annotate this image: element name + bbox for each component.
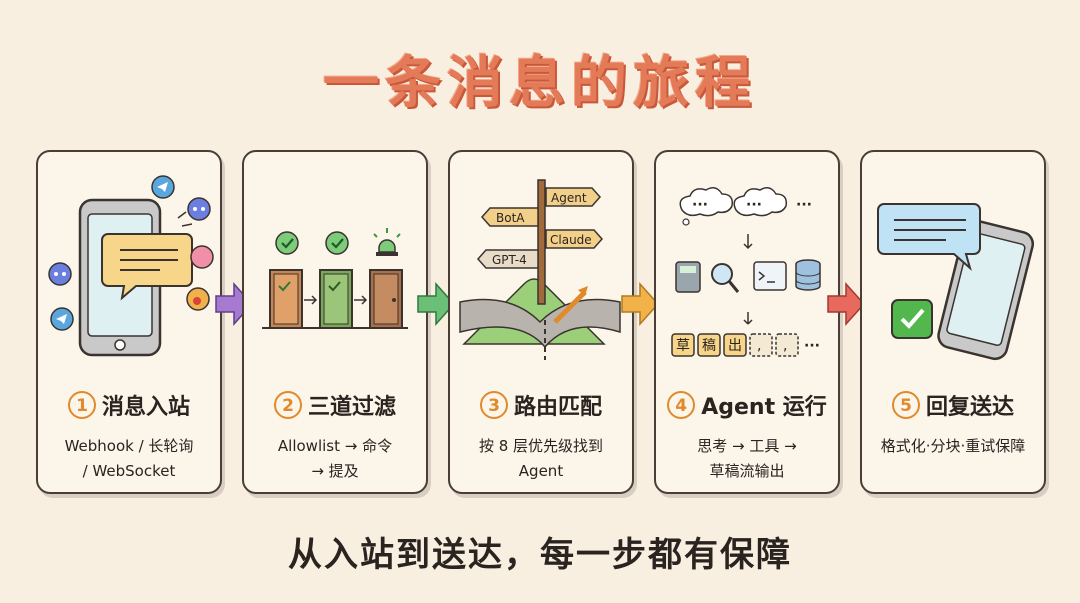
step-number: 4 [667, 391, 695, 419]
page-subtitle: 从入站到送达，每一步都有保障 [0, 527, 1080, 576]
step-desc-line: 草稿流输出 [662, 459, 832, 484]
sign-label: Agent [551, 191, 587, 205]
step-title-text: Agent 运行 [701, 395, 827, 420]
step-title-text: 回复送达 [926, 395, 1014, 420]
svg-text:,: , [757, 338, 761, 354]
step-number: 5 [892, 391, 920, 419]
phone-with-app-icons-illustration [38, 152, 220, 372]
step-description: Webhook / 长轮询 / WebSocket [44, 434, 214, 484]
step-desc-line: / WebSocket [44, 459, 214, 484]
step-number: 2 [274, 391, 302, 419]
svg-text:草: 草 [676, 338, 690, 354]
svg-text:,: , [783, 338, 787, 354]
profile-icon [191, 246, 213, 268]
discord-icon-2 [49, 263, 71, 285]
sign-label: GPT-4 [492, 253, 527, 267]
step-description: 按 8 层优先级找到 Agent [456, 434, 626, 484]
svg-text:稿: 稿 [702, 338, 716, 354]
step-title-text: 消息入站 [102, 395, 190, 420]
discord-icon [188, 198, 210, 220]
svg-text:···: ··· [804, 338, 820, 354]
step-number: 3 [480, 391, 508, 419]
thinking-tools-stream-illustration: ··· ··· ··· 草 稿 出 , , ··· [656, 152, 838, 372]
step-desc-line: 格式化·分块·重试保障 [868, 434, 1038, 459]
step-desc-line: Agent [456, 459, 626, 484]
phone-reply-delivered-illustration [862, 152, 1044, 372]
terminal-icon [754, 262, 786, 290]
alarm-light-icon [379, 240, 395, 252]
check-icon [326, 232, 348, 254]
step-number: 1 [68, 391, 96, 419]
reply-bubble-icon [878, 204, 980, 268]
step-desc-line: → 提及 [250, 459, 420, 484]
step-description: 格式化·分块·重试保障 [868, 434, 1038, 459]
sign-label: Claude [550, 233, 592, 247]
step-description: Allowlist → 命令 → 提及 [250, 434, 420, 484]
svg-text:出: 出 [728, 338, 742, 354]
signpost-crossroads-illustration: Agent BotA Claude GPT-4 [450, 152, 632, 372]
step-desc-line: Webhook / 长轮询 [44, 434, 214, 459]
three-doors-illustration [244, 152, 426, 372]
step-title-text: 路由匹配 [514, 395, 602, 420]
svg-text:···: ··· [692, 197, 708, 213]
step-description: 思考 → 工具 → 草稿流输出 [662, 434, 832, 484]
svg-text:···: ··· [746, 197, 762, 213]
step-desc-line: 按 8 层优先级找到 [456, 434, 626, 459]
step-desc-line: 思考 → 工具 → [662, 434, 832, 459]
sign-label: BotA [496, 211, 525, 225]
svg-text:···: ··· [796, 197, 812, 213]
step-desc-line: Allowlist → 命令 [250, 434, 420, 459]
check-icon [276, 232, 298, 254]
step-title-text: 三道过滤 [308, 395, 396, 420]
signpost-icon [538, 180, 545, 304]
check-icon [892, 300, 932, 338]
page-title: 一条消息的旅程 [0, 38, 1080, 119]
